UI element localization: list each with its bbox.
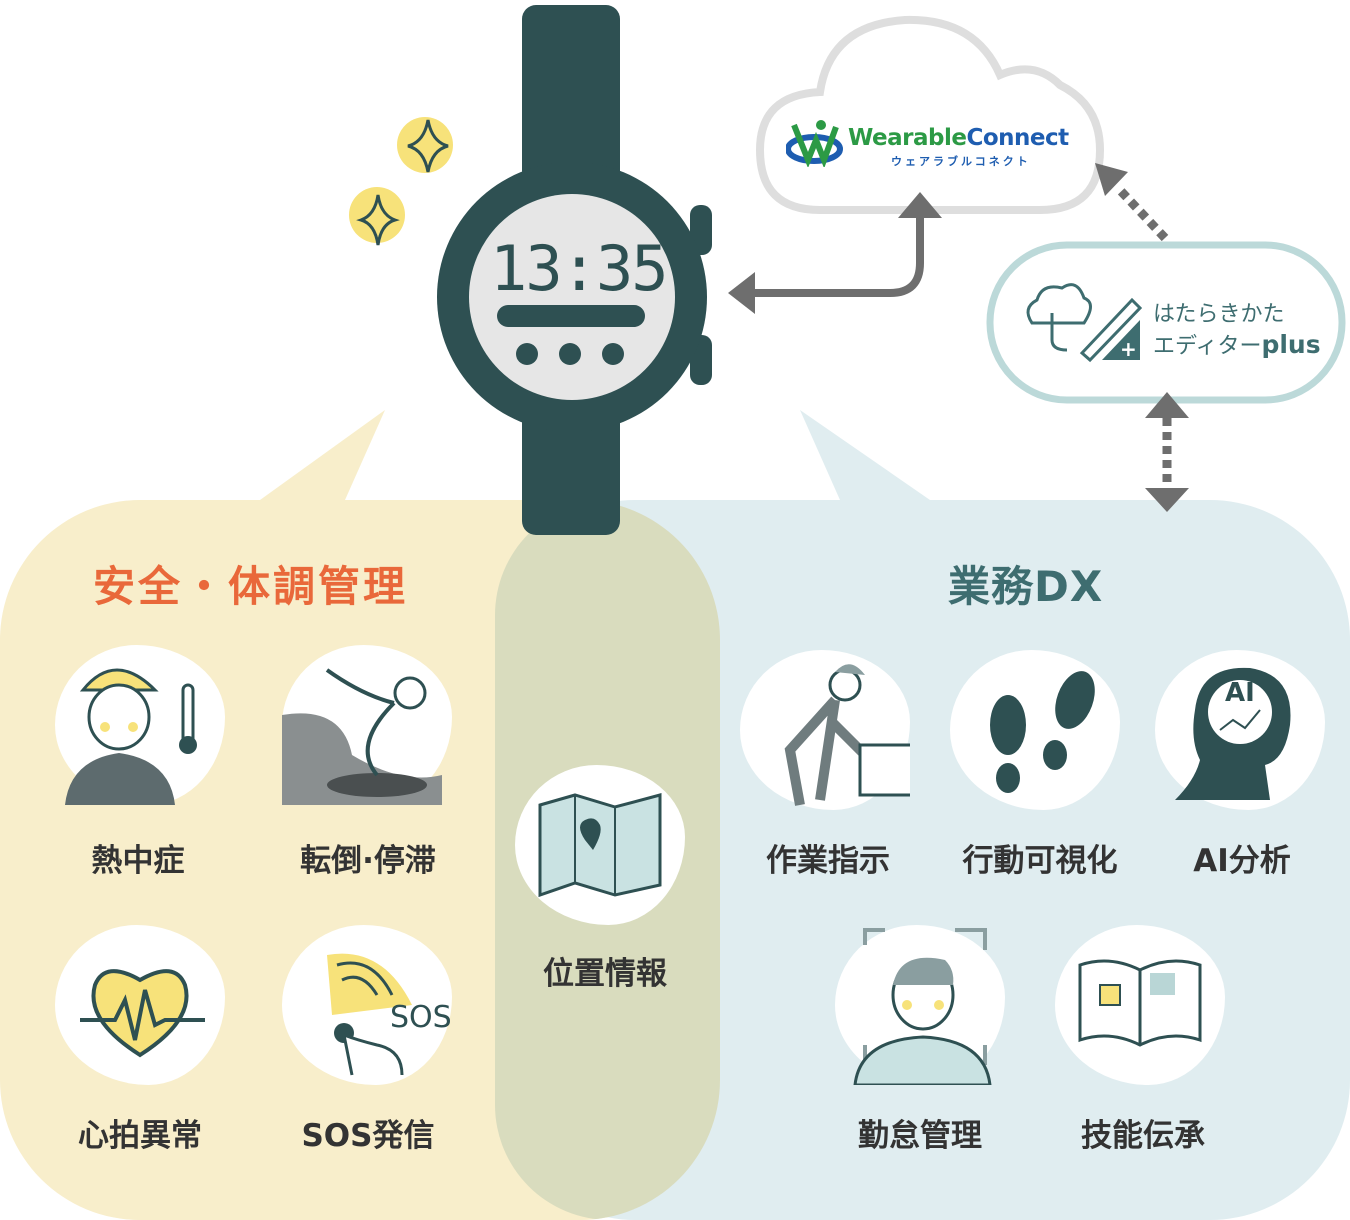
arrowhead-diag-icon	[1095, 163, 1128, 196]
label-sos: SOS発信	[301, 1118, 435, 1154]
label-behavior-visualization: 行動可視化	[962, 843, 1118, 879]
sparkle-icon	[349, 117, 453, 246]
falling-person-icon	[282, 645, 452, 805]
label-skill-transfer: 技能伝承	[1081, 1118, 1205, 1154]
footprints-icon	[950, 650, 1120, 810]
worker-carrying-box-icon	[740, 650, 922, 810]
sos-icon-text: SOS	[390, 1000, 452, 1035]
watch-cloud-arrow	[750, 215, 924, 297]
brand-katakana: ウェアラブルコネクト	[891, 155, 1031, 168]
arrowhead-down-icon	[1145, 488, 1189, 512]
label-attendance: 勤怠管理	[858, 1118, 982, 1154]
overlap-region	[495, 500, 720, 1220]
ai-icon-text: AI	[1225, 678, 1255, 708]
brand-connect: Connect	[966, 125, 1069, 151]
heartbeat-icon	[55, 925, 225, 1085]
safety-title: 安全・体調管理	[93, 562, 409, 611]
arrowhead-up-icon	[1145, 392, 1189, 418]
open-manual-icon	[1055, 925, 1225, 1085]
wearable-connect-logo: WearableConnect ウェアラブルコネクト	[786, 115, 1086, 175]
editor-plus-logo-icon: +	[1026, 283, 1142, 363]
label-fall-stagnation: 転倒·停滞	[300, 843, 436, 879]
dx-bubble-pointer	[800, 410, 930, 500]
editor-name-line1: はたらきかた	[1153, 302, 1285, 327]
sos-button-icon: SOS	[282, 925, 452, 1085]
heatstroke-worker-icon	[55, 645, 225, 805]
arrowhead-up-icon	[898, 192, 942, 218]
cloud-shape	[755, 15, 1105, 214]
editor-plus-name: はたらきかた エディターplus	[1153, 300, 1321, 362]
watch-time: 13:35	[490, 232, 669, 305]
editor-name-line2: エディター	[1153, 334, 1262, 359]
label-heatstroke: 熱中症	[91, 843, 185, 879]
ai-head-icon: AI	[1155, 650, 1325, 810]
arrowhead-left-icon	[728, 272, 755, 314]
map-pin-icon	[515, 765, 685, 925]
editor-cloud-dotted-link	[1114, 184, 1169, 242]
label-ai-analysis: AI分析	[1193, 843, 1291, 879]
safety-bubble-pointer	[260, 410, 385, 500]
editor-name-plus: plus	[1261, 330, 1321, 359]
smartwatch-icon	[437, 5, 712, 535]
dx-title: 業務DX	[948, 562, 1104, 611]
svg-text:+: +	[1120, 337, 1137, 361]
label-abnormal-heartrate: 心拍異常	[78, 1118, 202, 1154]
face-recognition-icon	[835, 925, 1005, 1087]
brand-wearable: Wearable	[848, 125, 967, 151]
label-work-instructions: 作業指示	[766, 843, 890, 879]
label-location: 位置情報	[543, 956, 667, 992]
wearable-connect-logo-mark-icon	[786, 120, 843, 167]
